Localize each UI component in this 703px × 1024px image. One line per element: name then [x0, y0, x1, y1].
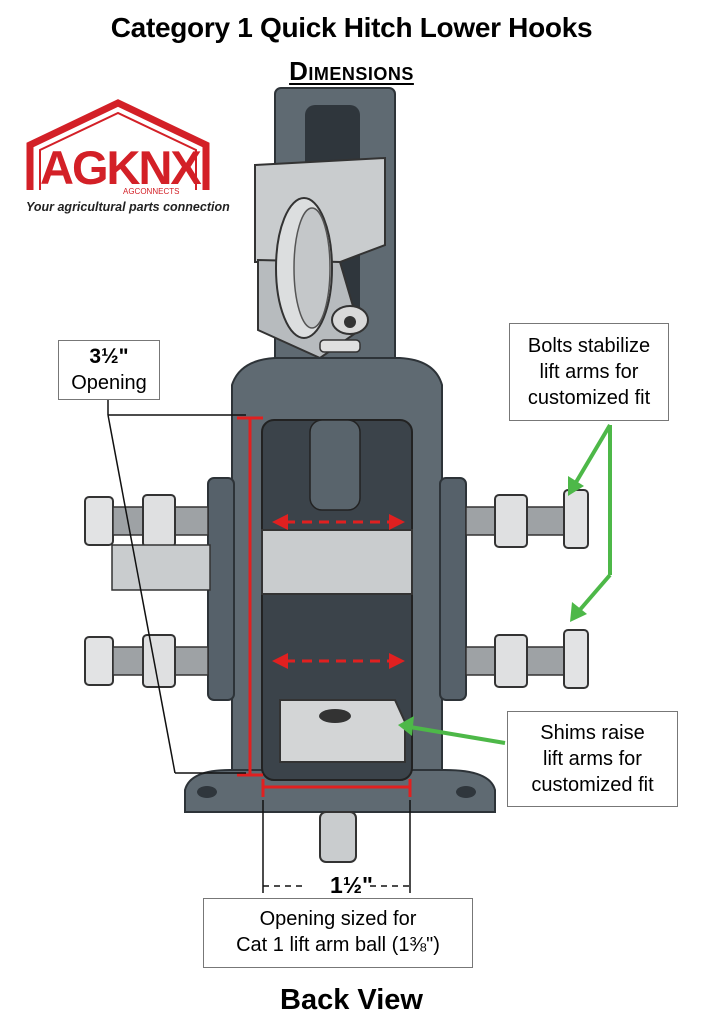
ball-extension-lines	[262, 800, 411, 893]
bolts-line-3: customized fit	[527, 387, 651, 409]
ball-callout: Opening sized for Cat 1 lift arm ball (1…	[203, 898, 473, 968]
shims-green-arrow	[398, 716, 506, 745]
ball-line-2: Cat 1 lift arm ball (1⅜")	[236, 934, 440, 956]
shims-line-1: Shims raise	[540, 722, 645, 744]
ball-dimension: 1½"	[330, 872, 373, 898]
opening-callout: 3½" Opening	[58, 340, 160, 400]
bolts-green-arrows	[568, 423, 612, 622]
hitch-body	[184, 87, 496, 863]
bolt-left-lower	[84, 634, 209, 688]
bolts-line-2: lift arms for	[539, 361, 639, 383]
bolt-right-upper	[465, 489, 589, 549]
shims-line-3: customized fit	[531, 774, 654, 796]
bolts-line-1: Bolts stabilize	[527, 335, 651, 357]
opening-leader-lines	[107, 400, 246, 774]
view-label: Back View	[280, 984, 423, 1016]
height-dimension-line	[237, 416, 263, 777]
gap-arrow-upper	[272, 514, 405, 530]
spacer-left	[111, 544, 211, 591]
shims-line-2: lift arms for	[543, 748, 642, 770]
ball-line-1: Opening sized for	[259, 908, 417, 930]
logo-wordmark: AGKNX	[40, 141, 202, 194]
shims-callout: Shims raise lift arms for customized fit	[507, 711, 678, 807]
logo-house-icon	[26, 99, 210, 190]
bolt-right-lower	[465, 629, 589, 689]
page-subtitle: Dimensions	[289, 56, 414, 86]
logo-sub: AGCONNECTS	[123, 187, 180, 196]
gap-arrow-lower	[272, 653, 405, 669]
bolts-callout: Bolts stabilize lift arms for customized…	[509, 323, 669, 421]
opening-label: Opening	[71, 372, 147, 394]
opening-dimension: 3½"	[89, 345, 129, 368]
page-title: Category 1 Quick Hitch Lower Hooks	[110, 12, 593, 43]
bolt-left-upper	[84, 494, 209, 548]
logo-tagline: Your agricultural parts connection	[26, 200, 230, 214]
width-dimension-line	[261, 779, 412, 797]
